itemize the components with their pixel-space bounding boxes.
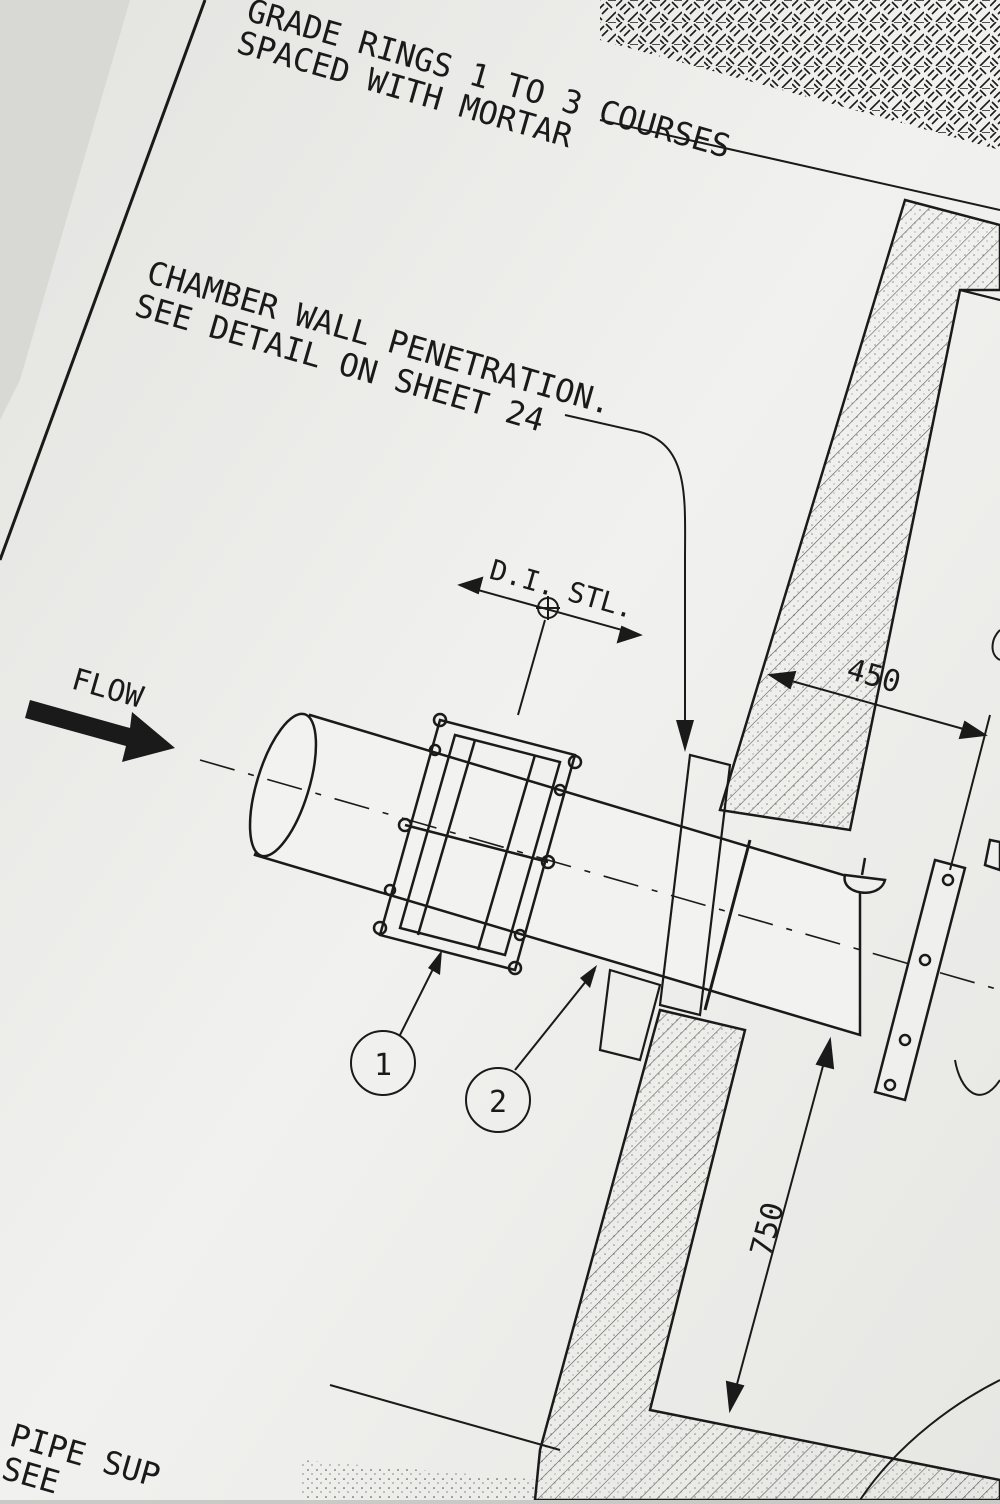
chamber-wall-leader [564, 414, 687, 745]
wall-sleeve [658, 753, 732, 1017]
callout-1: 1 [350, 950, 442, 1096]
wall-sleeve-bottom [598, 968, 662, 1062]
pipe [248, 712, 862, 1037]
soil-hatch [600, 0, 1000, 150]
sheet-border-line [0, 0, 207, 561]
transition-marker [457, 576, 643, 716]
valve-flange [843, 838, 1000, 1102]
base-ground-line [329, 1384, 561, 1451]
base-dots [300, 1460, 540, 1500]
lower-pipe-arc [859, 1379, 1000, 1501]
dimension-750 [725, 1036, 835, 1414]
callout-1-number: 1 [374, 1048, 392, 1083]
chamber-wall-leader-arrow [676, 720, 694, 752]
callout-2-number: 2 [489, 1085, 507, 1120]
ground-line [599, 119, 1000, 211]
page-curl [0, 0, 130, 420]
callout-2: 2 [465, 965, 597, 1133]
puddle-flange [703, 839, 752, 1011]
coupling-fitting [372, 712, 583, 976]
chamber-wall-lower-dots [535, 1010, 1000, 1500]
chamber-inner-outline [954, 289, 1000, 1096]
dimension-450 [767, 670, 991, 871]
flow-arrow-icon [25, 700, 175, 762]
